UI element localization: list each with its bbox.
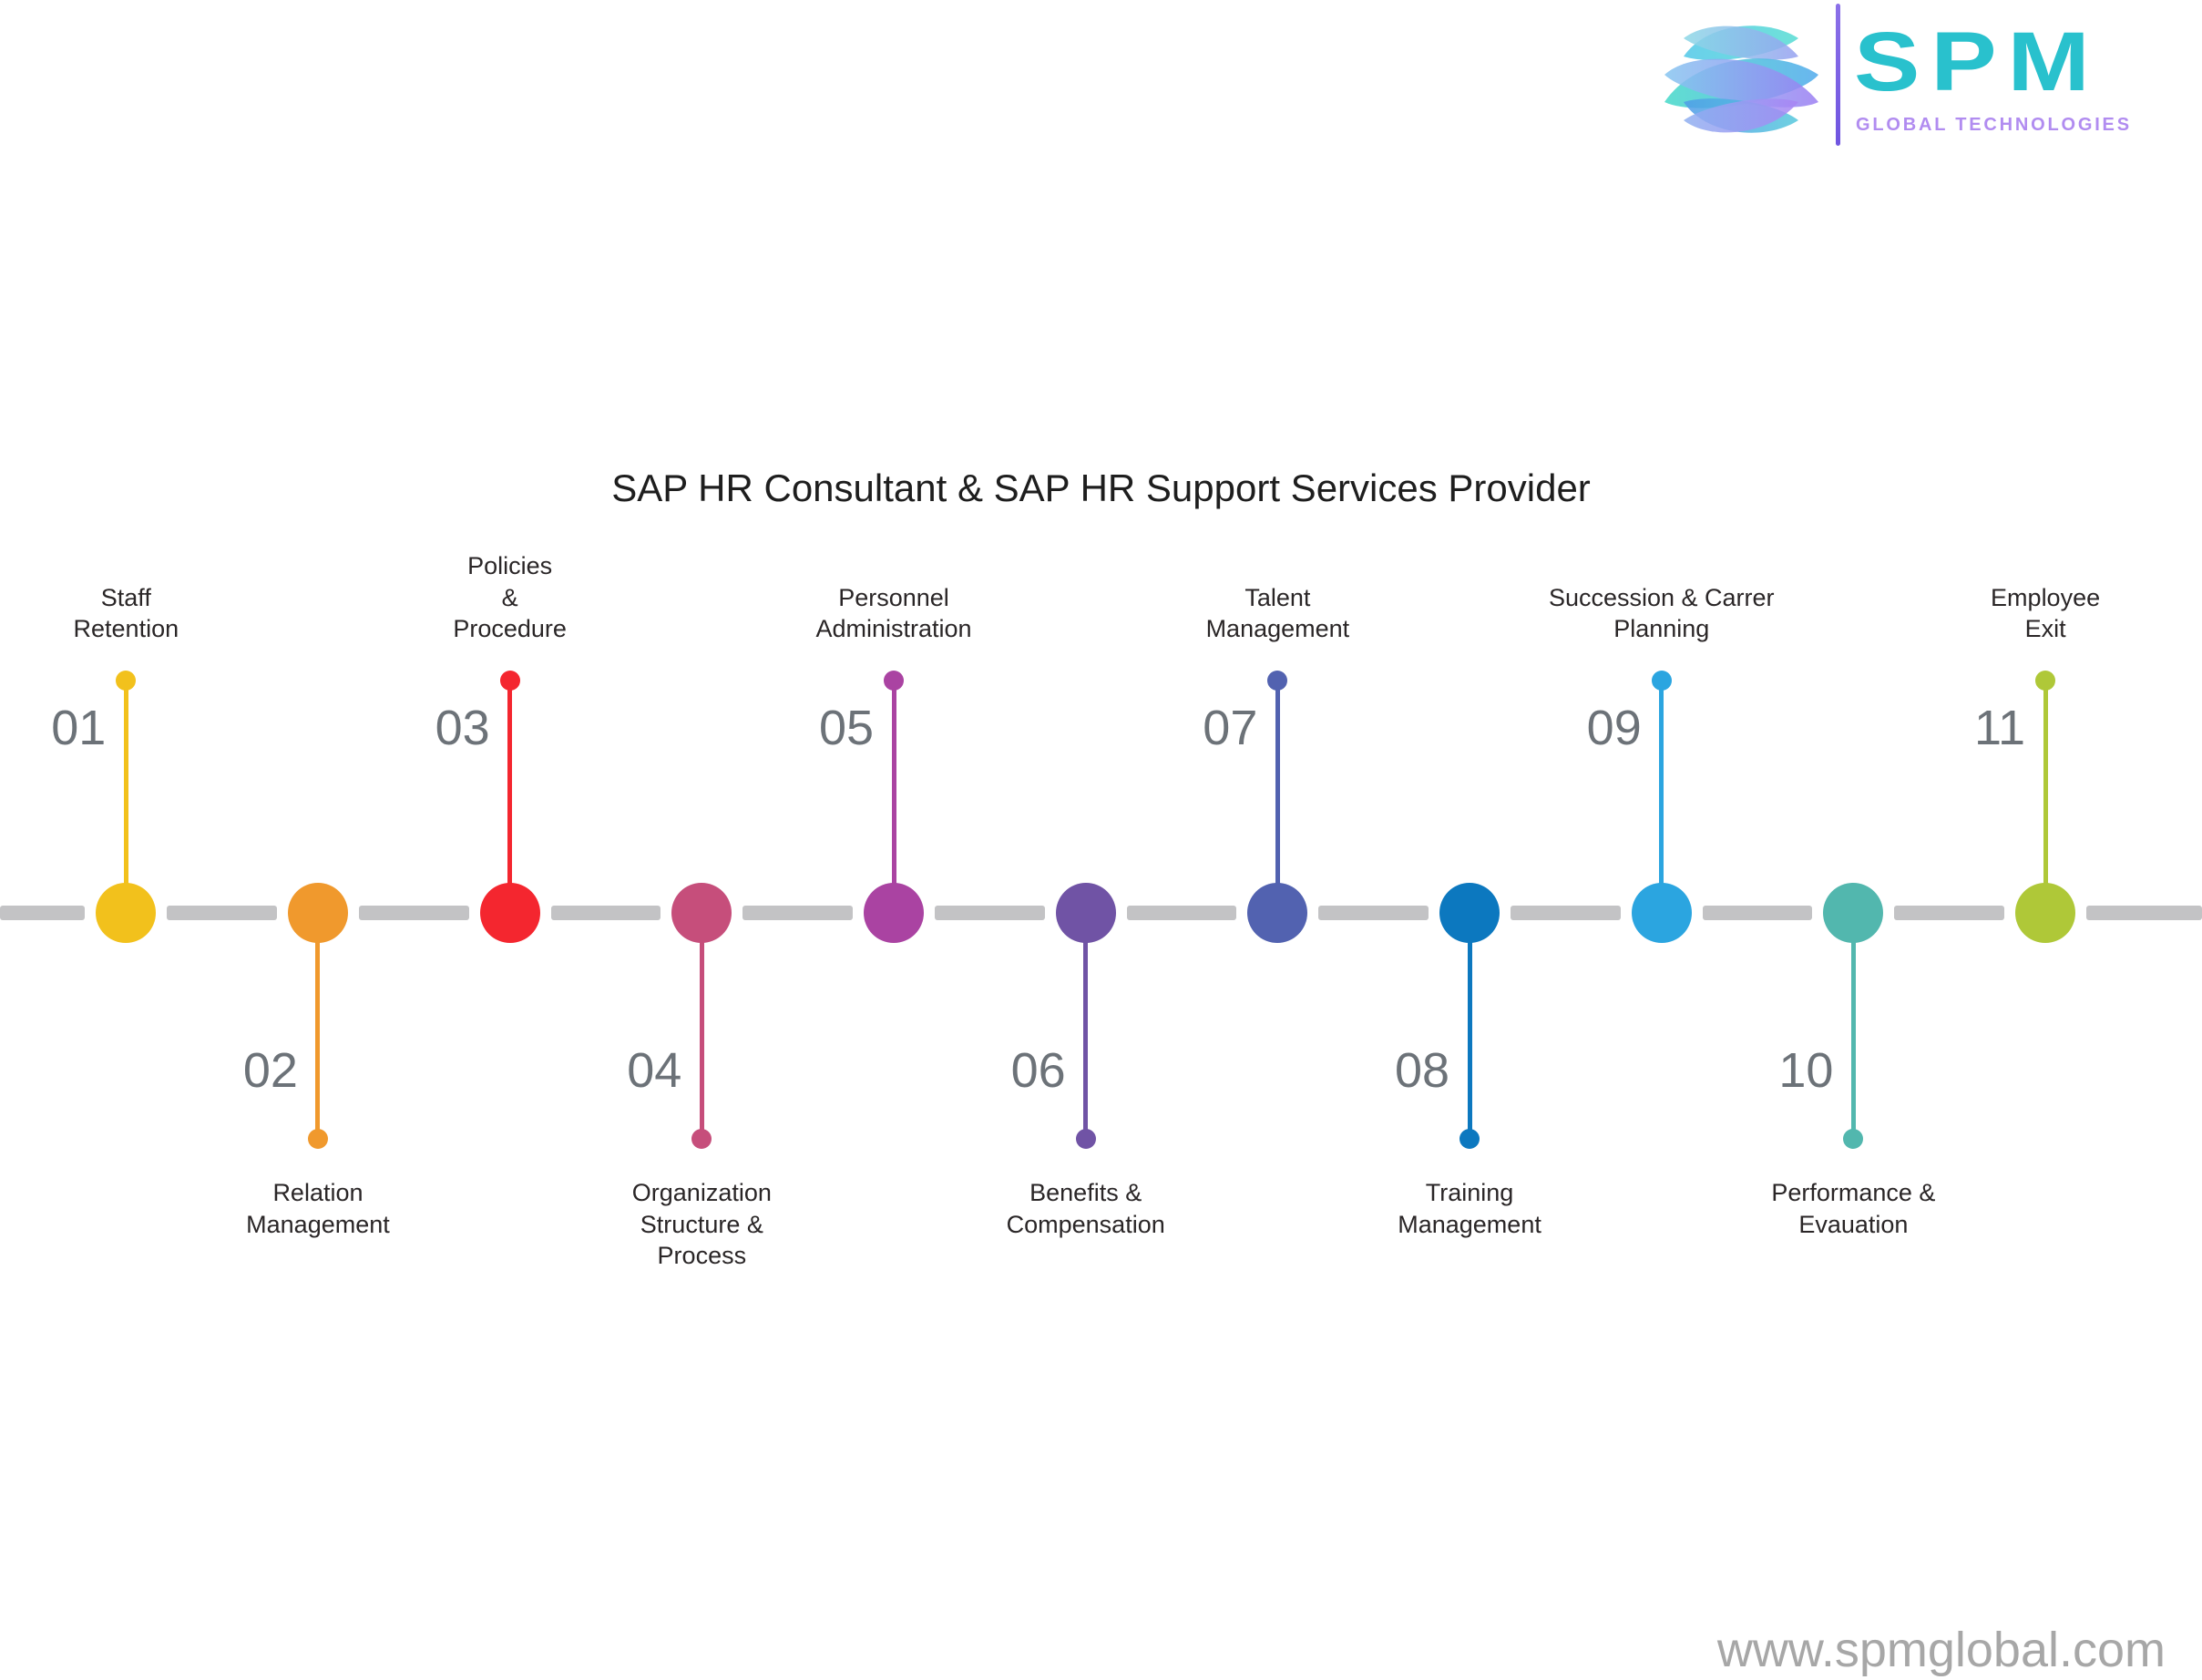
milestone-number: 05 bbox=[818, 701, 875, 755]
milestone-stem bbox=[1659, 681, 1664, 913]
timeline-bar-segment bbox=[1126, 906, 1237, 920]
milestone-end-dot-icon bbox=[884, 671, 905, 691]
milestone-stem bbox=[315, 913, 321, 1139]
timeline-bar-segment bbox=[743, 906, 853, 920]
milestone-stem bbox=[1275, 681, 1280, 913]
milestone-node-icon bbox=[864, 883, 925, 943]
spm-tagline: GLOBAL TECHNOLOGIES bbox=[1856, 115, 2132, 135]
milestone-number: 02 bbox=[242, 1043, 298, 1098]
milestone-label: Succession & Carrer Planning bbox=[1548, 583, 1775, 643]
timeline-bar-segment bbox=[167, 906, 277, 920]
milestone-label: Organization Structure & Process bbox=[631, 1179, 772, 1270]
timeline-bar-segment bbox=[0, 906, 86, 920]
milestone-node-icon bbox=[671, 883, 732, 943]
spm-logo: SPM GLOBAL TECHNOLOGIES bbox=[1662, 4, 2172, 159]
milestone-number: 09 bbox=[1586, 701, 1642, 755]
timeline-bar-segment bbox=[935, 906, 1045, 920]
milestone-end-dot-icon bbox=[1651, 671, 1672, 691]
website-url: www.spmglobal.com bbox=[1716, 1623, 2166, 1677]
timeline-bar-segment bbox=[1894, 906, 2005, 920]
timeline-bar-segment bbox=[2086, 906, 2202, 920]
milestone-end-dot-icon bbox=[1267, 671, 1288, 691]
milestone-number: 11 bbox=[1974, 701, 2026, 755]
milestone-stem bbox=[123, 681, 128, 913]
milestone-node-icon bbox=[287, 883, 348, 943]
milestone-node-icon bbox=[1439, 883, 1500, 943]
milestone-label: Relation Management bbox=[246, 1179, 390, 1238]
spm-globe-icon bbox=[1664, 26, 1818, 133]
milestone-number: 08 bbox=[1394, 1043, 1450, 1098]
milestone-label: Performance & Evauation bbox=[1771, 1179, 1936, 1238]
milestone-end-dot-icon bbox=[2035, 671, 2056, 691]
page-title: SAP HR Consultant & SAP HR Support Servi… bbox=[611, 466, 1591, 509]
timeline-bar-segment bbox=[550, 906, 661, 920]
milestone-stem bbox=[891, 681, 896, 913]
milestone-stem bbox=[1467, 913, 1472, 1139]
logo-divider bbox=[1836, 4, 1840, 146]
milestone-stem bbox=[1850, 913, 1856, 1139]
milestone-label: Policies & Procedure bbox=[453, 552, 567, 643]
milestone-label: Benefits & Compensation bbox=[1006, 1179, 1165, 1238]
milestone-end-dot-icon bbox=[499, 671, 520, 691]
milestone-node-icon bbox=[479, 883, 540, 943]
milestone-end-dot-icon bbox=[691, 1129, 712, 1149]
milestone-number: 04 bbox=[627, 1043, 682, 1098]
timeline-bar-segment bbox=[1511, 906, 1621, 920]
milestone-node-icon bbox=[1247, 883, 1308, 943]
milestone-number: 06 bbox=[1010, 1043, 1066, 1098]
milestone-number: 03 bbox=[435, 701, 490, 755]
milestone-stem bbox=[1083, 913, 1089, 1139]
milestone-end-dot-icon bbox=[1843, 1129, 1864, 1149]
milestone-node-icon bbox=[2015, 883, 2076, 943]
timeline-bar-segment bbox=[358, 906, 469, 920]
milestone-stem bbox=[699, 913, 704, 1139]
timeline-bar-segment bbox=[1702, 906, 1813, 920]
milestone-node-icon bbox=[1055, 883, 1116, 943]
milestone-end-dot-icon bbox=[1075, 1129, 1096, 1149]
milestone-stem bbox=[507, 681, 513, 913]
milestone-label: Talent Management bbox=[1205, 583, 1350, 643]
milestone-node-icon bbox=[1631, 883, 1692, 943]
milestone-label: Personnel Administration bbox=[815, 583, 972, 643]
milestone-end-dot-icon bbox=[1459, 1129, 1480, 1149]
milestone-stem bbox=[2043, 681, 2048, 913]
milestone-end-dot-icon bbox=[116, 671, 137, 691]
timeline-bar-segment bbox=[1318, 906, 1429, 920]
milestone-number: 10 bbox=[1778, 1043, 1834, 1098]
milestone-number: 01 bbox=[51, 701, 107, 755]
milestone-label: Staff Retention bbox=[73, 583, 179, 643]
milestone-end-dot-icon bbox=[307, 1129, 328, 1149]
spm-wordmark: SPM bbox=[1854, 15, 2101, 108]
milestone-node-icon bbox=[96, 883, 157, 943]
milestone-node-icon bbox=[1823, 883, 1884, 943]
milestone-label: Employee Exit bbox=[1991, 583, 2101, 643]
milestone-number: 07 bbox=[1203, 701, 1258, 755]
milestone-label: Training Management bbox=[1398, 1179, 1541, 1238]
